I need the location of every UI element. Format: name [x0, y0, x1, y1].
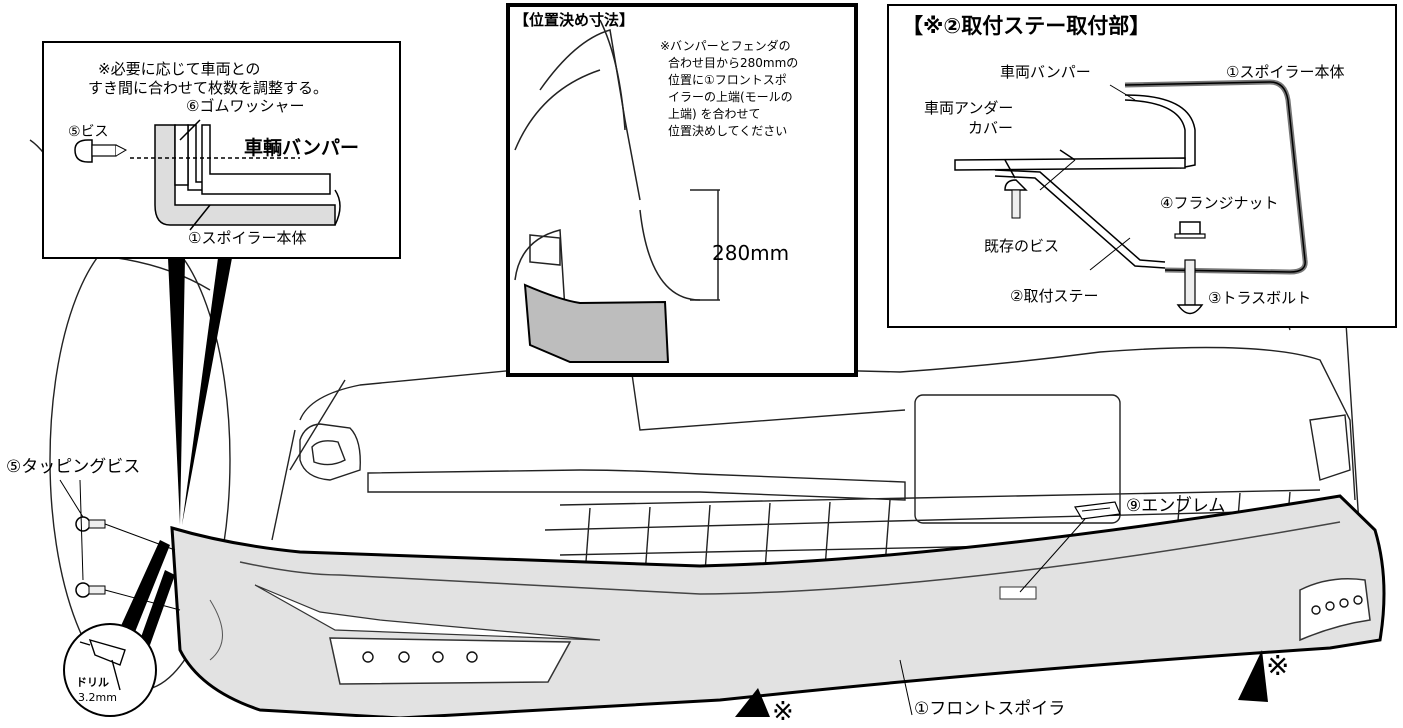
front-spoiler-part: [170, 494, 1386, 717]
inset-right-leaders: [1039, 84, 1136, 271]
center-note-line6: 位置決めしてください: [668, 124, 788, 138]
inset-left-drawing: [130, 119, 341, 231]
inset-left-note-line2: すき間に合わせて枚数を調整する。: [88, 79, 329, 97]
center-note-line1: ※バンパーとフェンダの: [660, 39, 791, 53]
screw-icon: [74, 139, 128, 163]
marker-right: ※: [1266, 649, 1290, 682]
inset-left-pointer: [168, 258, 185, 525]
existing-screw-label: 既存のビス: [984, 237, 1060, 255]
marker-triangle-right: [1238, 650, 1268, 702]
inset-center-title: 【位置決め寸法】: [514, 11, 635, 29]
flange-nut-icon: [1174, 221, 1206, 239]
inset-right-title: 【※②取付ステー取付部】: [902, 14, 1151, 38]
drill-size-label: 3.2mm: [78, 691, 117, 704]
tapping-screw-icon: [75, 516, 106, 598]
drill-pointer: [120, 540, 175, 645]
center-note-line5: 上端) を合わせて: [668, 107, 761, 121]
marker-triangle-bottom: [735, 688, 770, 717]
inset-center-drawing: [514, 19, 720, 311]
right-spoiler-body-label: ①スポイラー本体: [1226, 63, 1345, 81]
drill-icon: [63, 623, 157, 717]
existing-screw-icon: [1004, 179, 1028, 219]
center-note-line2: 合わせ目から280mmの: [668, 56, 799, 70]
under-cover-line1: 車両アンダー: [924, 99, 1014, 117]
truss-bolt-icon: [1176, 259, 1204, 315]
rubber-washer-label: ⑥ゴムワッシャー: [186, 97, 305, 115]
tapping-screw-label: ⑤タッピングビス: [6, 457, 141, 477]
emblem-label: ⑨エンブレム: [1126, 496, 1226, 516]
screw-label: ⑤ビス: [68, 124, 109, 140]
inset-left-note-line1: ※必要に応じて車両との: [98, 60, 261, 78]
right-vehicle-bumper-label: 車両バンパー: [1000, 63, 1091, 81]
center-spoiler-highlight: [523, 283, 670, 363]
dimension-label: 280mm: [712, 241, 790, 265]
front-spoiler-label: ①フロントスポイラ: [914, 699, 1066, 719]
truss-bolt-label: ③トラスボルト: [1208, 289, 1312, 307]
drill-label: ドリル: [76, 676, 109, 689]
fog-lamp-holes: [362, 595, 1363, 663]
spoiler-body-label: ①スポイラー本体: [188, 229, 307, 247]
drill-tool-icon: [79, 638, 126, 691]
mounting-stay-label: ②取付ステー: [1010, 287, 1099, 305]
marker-bottom: ※: [772, 697, 794, 727]
flange-nut-label: ④フランジナット: [1160, 194, 1279, 212]
emblem-icon: [1074, 501, 1121, 520]
center-note-line4: イラーの上端(モールの: [668, 90, 793, 104]
vehicle-bumper-label: 車輌バンパー: [244, 137, 359, 159]
under-cover-line2: カバー: [968, 119, 1014, 137]
center-note-line3: 位置に①フロントスポ: [668, 73, 787, 87]
